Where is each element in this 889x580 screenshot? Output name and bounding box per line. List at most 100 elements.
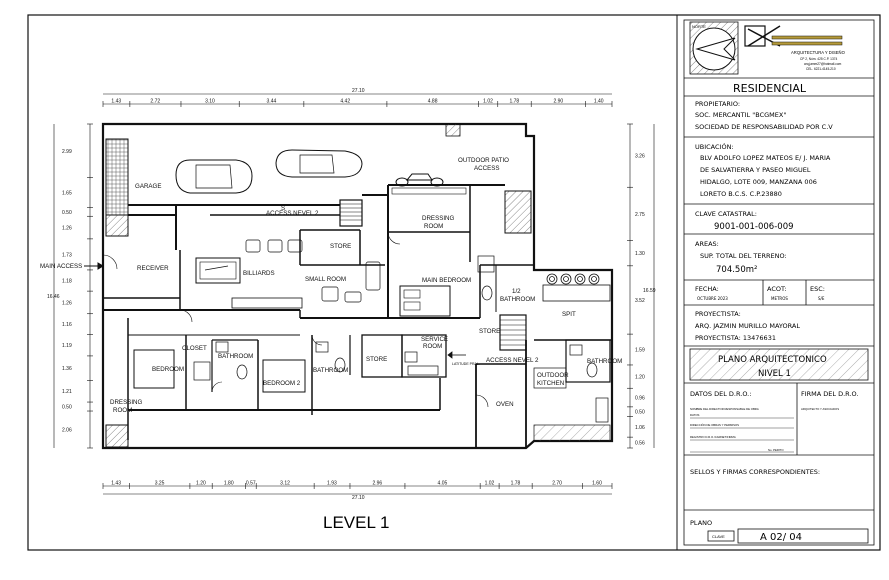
room-billiards: BILLIARDS	[243, 270, 275, 277]
dim-label: 1.93	[327, 481, 337, 487]
firm-name: ARQUITECTURA Y DISEÑO	[791, 50, 846, 55]
dim-label: 1.36	[62, 366, 72, 372]
dim-label: 1.20	[196, 481, 206, 487]
dro-small-4: REGISTRO D.R.O./CARNET/FIRMA	[690, 435, 736, 439]
right-total-dim: 16.59	[643, 288, 656, 294]
cadastral-value: 9001-001-006-009	[714, 222, 794, 232]
car-icon	[175, 149, 363, 194]
left-total-dim: 16.46	[47, 294, 60, 300]
dim-label: 1.43	[111, 99, 121, 105]
dim-label: 2.06	[62, 428, 72, 434]
room-store-1: STORE	[330, 243, 351, 250]
dim-label: 4.05	[438, 481, 448, 487]
esc-value: S/E	[818, 296, 825, 301]
dim-label: 1.78	[511, 481, 521, 487]
s-marker: S	[281, 205, 285, 212]
room-half-bath-2: BATHROOM	[500, 296, 535, 303]
room-service: SERVICE	[421, 336, 448, 343]
owner-line1: SOC. MERCANTIL "BCGMEX"	[695, 111, 786, 119]
dim-label: 1.43	[111, 481, 121, 487]
areas-label: AREAS:	[695, 240, 719, 248]
dim-label: 3.25	[155, 481, 165, 487]
room-closet: CLOSET	[182, 345, 207, 352]
main-access-arrow-icon	[84, 262, 104, 270]
dim-label: 0.57	[246, 481, 256, 487]
title-block	[683, 19, 875, 546]
plan-name-line2: NIVEL 1	[758, 369, 791, 379]
svg-text:LATITUDE PRAL.: LATITUDE PRAL.	[452, 362, 480, 366]
acot-value: METROS	[771, 296, 788, 301]
dro-small-2: DATOS	[690, 413, 700, 417]
room-dressing-top: DRESSING	[422, 215, 455, 222]
room-oven: OVEN	[496, 401, 514, 408]
room-store-3: STORE	[366, 356, 387, 363]
motorcycle-icon	[395, 173, 444, 187]
north-arrow-icon	[692, 27, 736, 71]
room-bedroom-2: BEDROOM 2	[263, 380, 301, 387]
room-garage: GARAGE	[135, 183, 161, 190]
dim-label: 1.19	[62, 343, 72, 349]
seals-label: SELLOS Y FIRMAS CORRESPONDIENTES:	[690, 468, 820, 476]
room-dressing-bottom: DRESSING	[110, 399, 143, 406]
dim-label: 2.75	[635, 212, 645, 218]
dim-label: 0.50	[62, 210, 72, 216]
dim-label: 2.99	[62, 149, 72, 155]
room-access-level-2-right: ACCESS NEVEL 2	[486, 357, 539, 364]
north-label: NORTE	[692, 24, 706, 29]
dim-label: 1.21	[62, 389, 72, 395]
cadastral-label: CLAVE CATASTRAL:	[695, 210, 757, 218]
dim-label: 2.72	[150, 99, 160, 105]
location-line3: HIDALGO, LOTE 009, MANZANA 006	[700, 178, 817, 186]
dro-data-label: DATOS DEL D.R.O.:	[690, 390, 751, 398]
top-total-dim: 27.10	[352, 88, 365, 94]
designer-label: PROYECTISTA:	[695, 310, 741, 318]
firm-logo-icon	[744, 25, 843, 47]
dim-label: 1.26	[62, 300, 72, 306]
designer-line1: ARQ. JAZMIN MURILLO MAYORAL	[695, 322, 800, 330]
acot-label: ACOT:	[767, 285, 786, 293]
dim-label: 3.52	[635, 298, 645, 304]
dim-label: 3.10	[205, 99, 215, 105]
dim-label: 1.18	[62, 279, 72, 285]
esc-label: ESC:	[810, 285, 825, 293]
dim-label: 1.80	[224, 481, 234, 487]
dim-label: 1.65	[62, 190, 72, 196]
location-line2: DE SALVATIERRA Y PASEO MIGUEL	[700, 166, 811, 174]
dim-label: 1.73	[62, 252, 72, 258]
dim-label: 1.59	[635, 348, 645, 354]
dim-label: 1.78	[509, 99, 519, 105]
designer-line2: PROYECTISTA: 13476631	[695, 334, 776, 342]
dim-label: 0.50	[62, 405, 72, 411]
dro-small-3: DIRECCIÓN DE OBRAS Y PERMISOS	[690, 422, 739, 427]
project-type: RESIDENCIAL	[733, 82, 807, 95]
dim-label: 0.50	[635, 410, 645, 416]
room-outdoor-patio-access: ACCESS	[474, 165, 499, 172]
owner-line2: SOCIEDAD DE RESPONSABILIDAD POR C.V	[695, 123, 833, 131]
dimension-lines	[53, 93, 655, 495]
bottom-total-dim: 27.10	[352, 495, 365, 501]
main-access-label: MAIN ACCESS	[40, 263, 82, 270]
room-half-bath: 1/2	[512, 288, 521, 295]
dim-label: 0.56	[635, 441, 645, 447]
dim-label: 0.96	[635, 396, 645, 402]
dim-label: 1.20	[635, 375, 645, 381]
areas-value: 704.50m²	[716, 265, 757, 275]
plan-name-line1: PLANO ARQUITECTONICO	[718, 355, 827, 365]
room-labels: GARAGE OUTDOOR PATIO ACCESS ACCESS NEVEL…	[40, 157, 622, 414]
dim-label: 4.88	[428, 99, 438, 105]
location-line1: BLV ADOLFO LOPEZ MATEOS E/ J. MARIA	[700, 154, 831, 162]
date-label: FECHA:	[695, 285, 719, 293]
location-label: UBICACIÓN:	[695, 142, 734, 151]
location-line4: LORETO B.C.S. C.P.23880	[700, 190, 782, 198]
firm-contact-1: CP 2, Núm. 425 C.P. 1374	[800, 57, 837, 61]
room-small-room: SMALL ROOM	[305, 276, 346, 283]
room-spit: SPIT	[562, 311, 576, 318]
room-outdoor-patio: OUTDOOR PATIO	[458, 157, 509, 164]
room-bathroom-3: BATHROOM	[587, 358, 622, 365]
room-bedroom: BEDROOM	[152, 366, 184, 373]
dim-label: 1.16	[62, 322, 72, 328]
room-dressing-bottom-2: ROOM	[113, 407, 132, 414]
areas-line1: SUP. TOTAL DEL TERRENO:	[700, 252, 787, 260]
